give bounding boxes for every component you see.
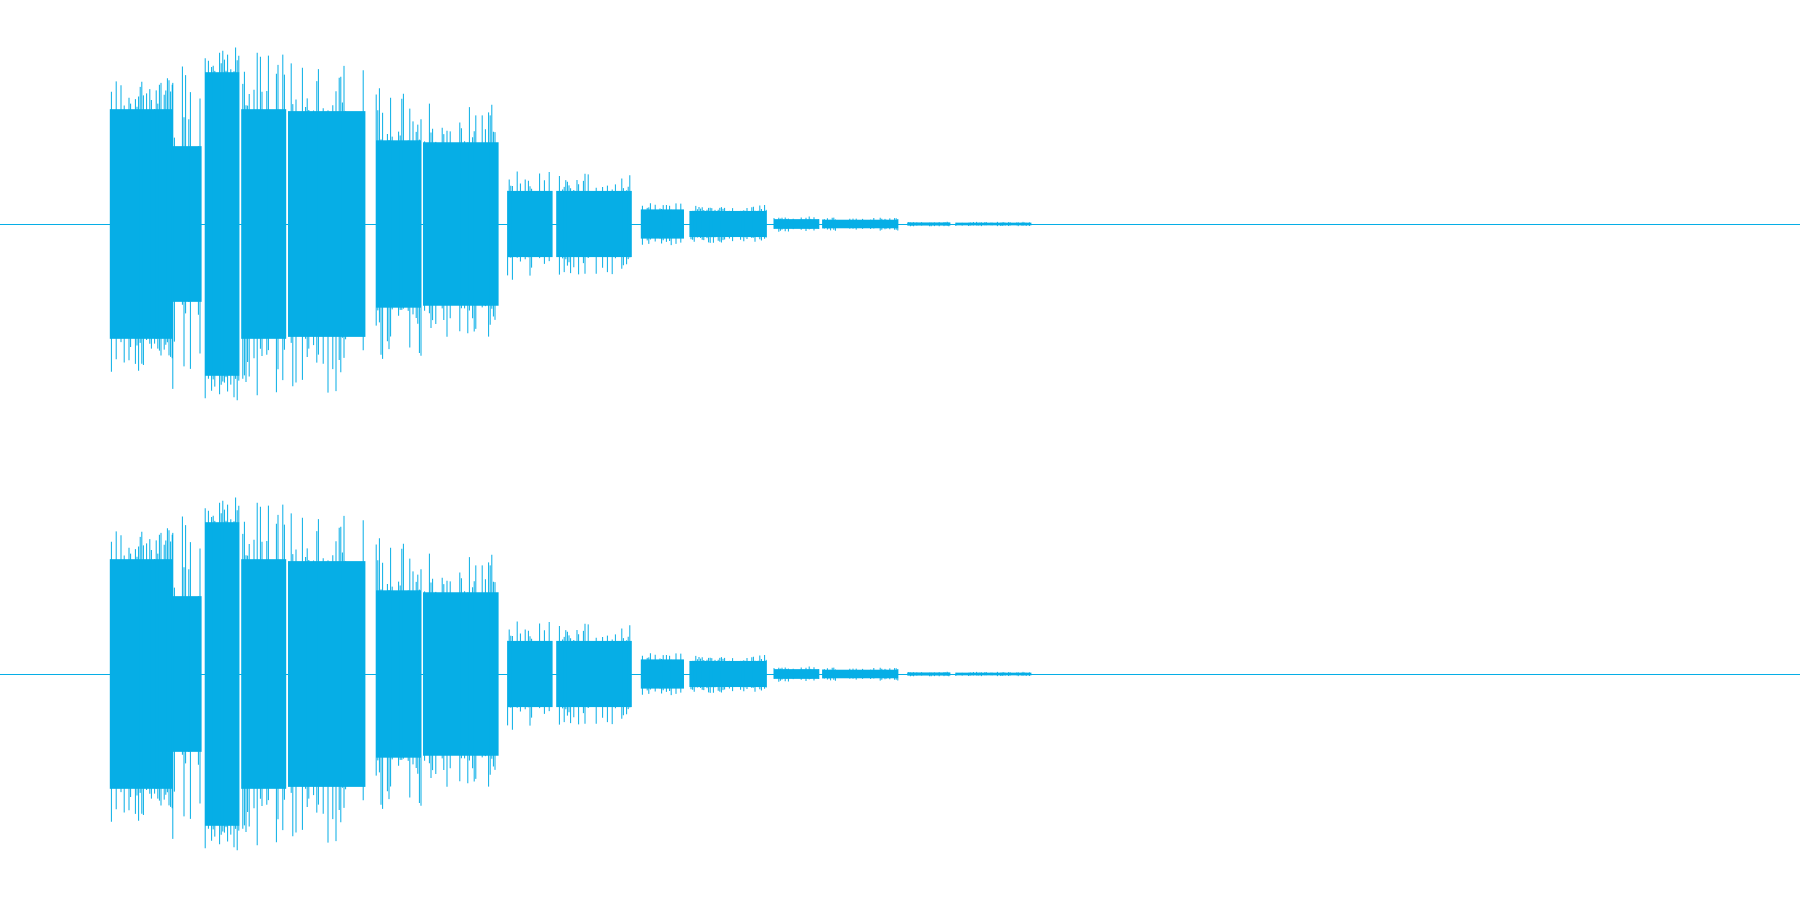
segment-body <box>172 596 202 752</box>
segment-spikes <box>690 655 767 693</box>
segment-spikes <box>290 63 364 393</box>
segment-spikes <box>955 221 1030 227</box>
segment-spikes <box>822 667 899 681</box>
segment-spikes <box>507 171 550 280</box>
segment-body <box>640 659 684 689</box>
segment-body <box>774 219 819 229</box>
segment-spikes <box>242 52 285 396</box>
segment-spikes <box>172 66 201 389</box>
segment-body <box>288 111 366 337</box>
segment-spikes <box>955 671 1030 677</box>
segment-spikes <box>204 47 240 401</box>
segment-spikes <box>290 513 364 843</box>
waveform-segment <box>204 497 240 851</box>
channel-1 <box>0 47 1800 401</box>
waveform-segment <box>172 66 202 389</box>
segment-spikes <box>424 103 496 337</box>
waveform-segment <box>109 528 173 822</box>
segment-spikes <box>424 553 496 787</box>
segment-body <box>907 672 951 676</box>
segment-spikes <box>375 538 422 809</box>
segment-body <box>640 209 684 239</box>
waveform-segment <box>556 173 632 275</box>
waveform-segment <box>640 653 684 696</box>
segment-spikes <box>507 621 550 730</box>
waveform-segment <box>288 513 366 843</box>
segment-body <box>955 222 1032 226</box>
segment-spikes <box>204 497 240 851</box>
waveform-segment <box>907 221 951 227</box>
segment-spikes <box>110 78 173 372</box>
segment-body <box>907 222 951 226</box>
waveform-segment <box>375 88 422 359</box>
segment-body <box>822 669 899 679</box>
segment-body <box>423 142 499 306</box>
segment-spikes <box>690 205 767 243</box>
waveform-segment <box>375 538 422 809</box>
segment-spikes <box>110 528 173 822</box>
waveform-segment <box>172 516 202 839</box>
segment-body <box>955 672 1032 676</box>
segment-spikes <box>908 221 950 227</box>
waveform-segment <box>288 63 366 393</box>
segment-spikes <box>773 666 820 682</box>
waveform-segment <box>689 655 767 693</box>
waveform-segment <box>955 671 1032 677</box>
waveform-segment <box>689 205 767 243</box>
waveform-segment <box>955 221 1032 227</box>
waveform-segment <box>423 553 499 787</box>
segment-spikes <box>375 88 422 359</box>
waveform-segment <box>907 671 951 677</box>
segment-spikes <box>908 671 950 677</box>
waveform-segment <box>241 502 287 846</box>
waveform-segment <box>640 203 684 246</box>
waveform-segment <box>556 623 632 725</box>
waveform-segment <box>241 52 287 396</box>
waveform-channels <box>0 47 1800 851</box>
waveform-segment <box>507 171 553 280</box>
segment-spikes <box>773 216 820 232</box>
segment-body <box>288 561 366 787</box>
waveform-segment <box>204 47 240 401</box>
waveform-segment <box>423 103 499 337</box>
waveform-segment <box>773 216 820 232</box>
channel-2 <box>0 497 1800 851</box>
segment-spikes <box>641 203 682 246</box>
segment-body <box>822 219 899 229</box>
segment-spikes <box>558 173 631 275</box>
segment-spikes <box>822 217 899 231</box>
waveform-segment <box>507 621 553 730</box>
waveform-segment <box>773 666 820 682</box>
segment-spikes <box>172 516 201 839</box>
segment-spikes <box>558 623 631 725</box>
segment-body <box>172 146 202 302</box>
waveform-segment <box>822 217 899 231</box>
waveform-segment <box>822 667 899 681</box>
segment-body <box>774 669 819 679</box>
segment-spikes <box>242 502 285 846</box>
segment-spikes <box>641 653 682 696</box>
waveform-segment <box>109 78 173 372</box>
segment-body <box>423 592 499 756</box>
